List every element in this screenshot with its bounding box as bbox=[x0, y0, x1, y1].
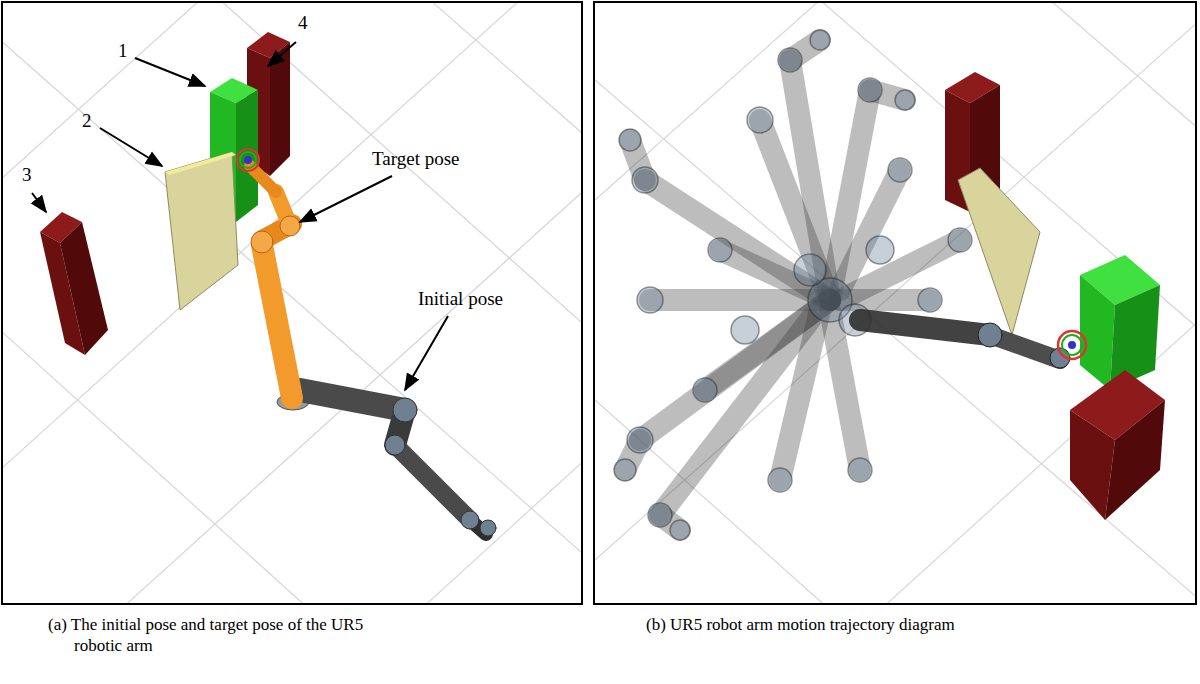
subfigure-caption: (a) The initial pose and target pose of … bbox=[48, 614, 388, 657]
trajectory-ghost-links bbox=[625, 40, 960, 530]
ur5-initial-arm bbox=[277, 390, 496, 536]
green-target-box bbox=[1080, 255, 1160, 390]
callout-number: 3 bbox=[22, 164, 32, 186]
leader-arrows bbox=[32, 42, 448, 390]
floor-grid bbox=[595, 3, 1195, 603]
ur5-target-arm bbox=[237, 149, 300, 398]
ur5-final-arm bbox=[860, 320, 1070, 368]
yellow-plate bbox=[165, 152, 238, 310]
target-gizmo bbox=[1058, 331, 1086, 359]
trajectory-ghost-joints bbox=[614, 30, 972, 540]
yellow-plate bbox=[958, 168, 1040, 335]
pose-label: Target pose bbox=[372, 148, 460, 170]
red-obstacle bbox=[1070, 370, 1165, 520]
floor-grid bbox=[3, 3, 581, 603]
callout-number: 1 bbox=[118, 40, 128, 62]
panel-b-frame bbox=[594, 2, 1196, 604]
red-obstacle bbox=[40, 212, 108, 355]
pose-label: Initial pose bbox=[418, 288, 503, 310]
panel-a-scene bbox=[3, 3, 581, 603]
panel-a-frame bbox=[2, 2, 582, 604]
subfigure-caption: (b) UR5 robot arm motion trajectory diag… bbox=[646, 614, 1092, 635]
callout-number: 4 bbox=[298, 12, 308, 34]
panel-b-scene bbox=[595, 3, 1195, 603]
callout-number: 2 bbox=[82, 110, 92, 132]
